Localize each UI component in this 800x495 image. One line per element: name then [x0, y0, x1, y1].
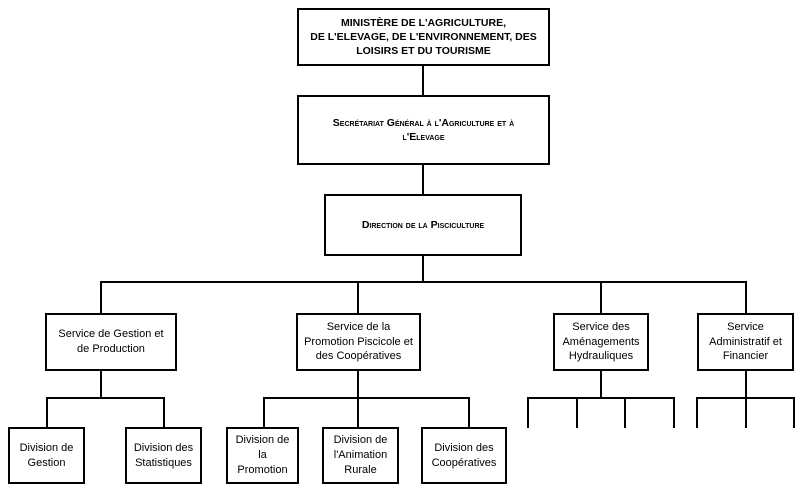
service-amenagements-hydrauliques: Service des Aménagements Hydrauliques	[553, 313, 649, 371]
service-promotion-piscicole: Service de la Promotion Piscicole et des…	[296, 313, 421, 371]
service-label: Service Administratif et Financier	[709, 320, 782, 363]
direction-box: Direction de la Pisciculture	[324, 194, 522, 256]
service-label: Service de Gestion et de Production	[58, 328, 164, 355]
ministry-label: MINISTÈRE DE L'AGRICULTURE, DE L'ELEVAGE…	[310, 16, 537, 58]
ministry-box: MINISTÈRE DE L'AGRICULTURE, DE L'ELEVAGE…	[297, 8, 550, 66]
secretariat-box: Secrétariat Général à l'Agriculture et à…	[297, 95, 550, 165]
division-label: Division de Gestion	[19, 441, 74, 469]
division-label: Division des Coopératives	[431, 441, 497, 469]
division-animation-rurale: Division de l'Animation Rurale	[322, 427, 399, 484]
division-gestion: Division de Gestion	[8, 427, 85, 484]
division-cooperatives: Division des Coopératives	[421, 427, 507, 484]
division-label: Division des Statistiques	[133, 441, 194, 469]
secretariat-label: Secrétariat Général à l'Agriculture et à…	[332, 116, 515, 143]
division-label: Division de l'Animation Rurale	[333, 434, 388, 476]
division-statistiques: Division des Statistiques	[125, 427, 202, 484]
division-promotion: Division de la Promotion	[226, 427, 299, 484]
direction-label: Direction de la Pisciculture	[361, 218, 485, 231]
division-label: Division de la Promotion	[235, 434, 290, 476]
service-label: Service des Aménagements Hydrauliques	[562, 320, 640, 363]
service-label: Service de la Promotion Piscicole et des…	[304, 320, 413, 363]
service-gestion-production: Service de Gestion et de Production	[45, 313, 177, 371]
service-administratif-financier: Service Administratif et Financier	[697, 313, 794, 371]
